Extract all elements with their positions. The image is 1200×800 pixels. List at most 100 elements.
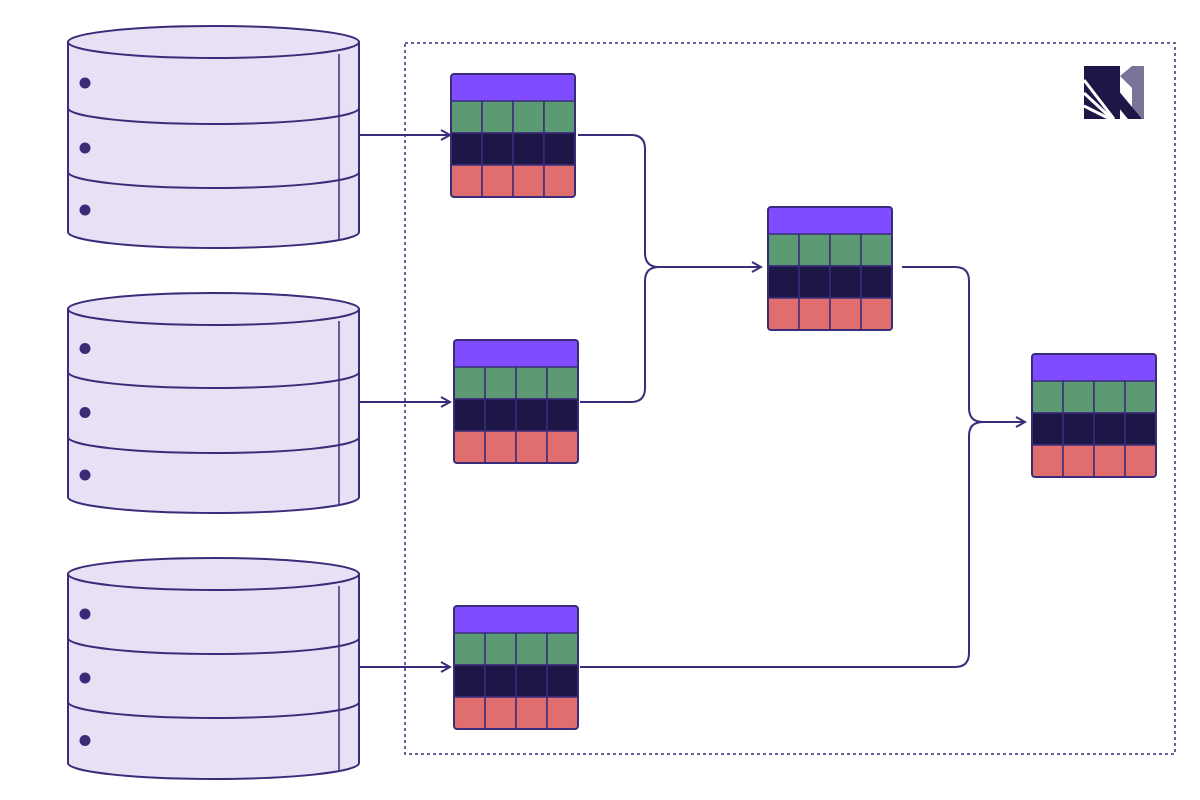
table-cell <box>481 132 514 166</box>
table-cell <box>1032 444 1064 477</box>
table-cell <box>543 132 575 166</box>
table-cell <box>1124 380 1156 414</box>
table-cell <box>515 632 548 666</box>
database-top-cap <box>67 557 360 591</box>
database-cylinder-icon <box>67 292 360 514</box>
table-cell <box>512 100 545 134</box>
table-cell <box>454 664 486 698</box>
table-cell <box>512 132 545 166</box>
connector-table2-to-join <box>580 266 660 403</box>
table-outline <box>453 339 579 464</box>
table-cell <box>829 233 862 267</box>
database-segment-bullet <box>79 142 91 154</box>
table-cell <box>512 164 545 197</box>
table-cell <box>515 430 548 463</box>
table-cell <box>768 233 800 267</box>
table-outline <box>450 73 576 198</box>
table-cell <box>546 398 578 432</box>
table-cell <box>546 664 578 698</box>
table-cell <box>1062 412 1095 446</box>
table-cell <box>829 297 862 330</box>
table-header-bar <box>451 74 575 101</box>
table-cell <box>1093 380 1126 414</box>
table-cell <box>454 366 486 400</box>
table-cell <box>1124 412 1156 446</box>
database-segment-bullet <box>79 343 91 354</box>
processing-boundary <box>404 42 1176 755</box>
table-header-bar <box>454 606 578 633</box>
table-cell <box>829 265 862 299</box>
table-cell <box>515 696 548 729</box>
table-cell <box>481 100 514 134</box>
table-cell <box>484 398 517 432</box>
database-segment-bullet <box>79 735 91 746</box>
table-cell <box>481 164 514 197</box>
database-segment-divider <box>67 371 360 389</box>
database-cylinder-icon <box>67 557 360 780</box>
logo-stripe <box>1083 104 1111 121</box>
table-cell <box>1062 444 1095 477</box>
table-cell <box>798 233 831 267</box>
table-cell <box>1062 380 1095 414</box>
table-cell <box>546 366 578 400</box>
table-cell <box>1032 380 1064 414</box>
table-outline <box>767 206 893 331</box>
table-cell <box>860 233 892 267</box>
table-cell <box>454 632 486 666</box>
database-segment-bullet <box>79 204 91 216</box>
table-outline <box>1031 353 1157 478</box>
table-cell <box>454 398 486 432</box>
table-header-bar <box>454 340 578 367</box>
table-cell <box>798 297 831 330</box>
database-segment-bullet <box>79 672 91 684</box>
logo-stripe <box>1082 79 1116 120</box>
table-outline <box>453 605 579 730</box>
connector-table1-to-join <box>578 134 761 267</box>
logo-diagonal <box>1084 66 1142 119</box>
table-group <box>450 73 1157 730</box>
database-top-cap <box>67 292 360 326</box>
database-segment-bullet <box>79 469 91 481</box>
database-segment-bullet <box>79 77 91 89</box>
database-segment-divider <box>67 107 360 125</box>
table-cell <box>1093 412 1126 446</box>
database-segment-divider <box>67 436 360 454</box>
brand-logo-icon <box>1082 66 1144 121</box>
table-cell <box>515 664 548 698</box>
table-cell <box>451 164 483 197</box>
table-cell <box>543 164 575 197</box>
table-grid-icon <box>450 73 576 198</box>
connector-join-to-output <box>902 266 1025 422</box>
table-cell <box>484 696 517 729</box>
table-cell <box>860 297 892 330</box>
database-body <box>67 573 360 780</box>
database-segment-divider <box>67 637 360 655</box>
table-header-bar <box>1032 354 1156 381</box>
connector-group <box>359 135 1025 667</box>
table-cell <box>484 664 517 698</box>
table-cell <box>515 366 548 400</box>
table-cell <box>546 430 578 463</box>
table-cell <box>768 265 800 299</box>
logo-right-stroke <box>1120 66 1144 119</box>
table-cell <box>454 696 486 729</box>
table-cell <box>451 132 483 166</box>
table-cell <box>546 632 578 666</box>
table-cell <box>1032 412 1064 446</box>
database-segment-divider <box>67 701 360 719</box>
connector-table3-to-output <box>580 421 984 668</box>
table-cell <box>484 430 517 463</box>
table-grid-icon <box>1031 353 1157 478</box>
table-cell <box>768 297 800 330</box>
database-body <box>67 308 360 514</box>
table-cell <box>798 265 831 299</box>
logo-stripe <box>1082 91 1114 121</box>
table-grid-icon <box>453 339 579 464</box>
database-segment-bullet <box>79 608 91 620</box>
table-cell <box>546 696 578 729</box>
table-cell <box>543 100 575 134</box>
table-grid-icon <box>767 206 893 331</box>
table-cell <box>484 366 517 400</box>
table-cell <box>451 100 483 134</box>
